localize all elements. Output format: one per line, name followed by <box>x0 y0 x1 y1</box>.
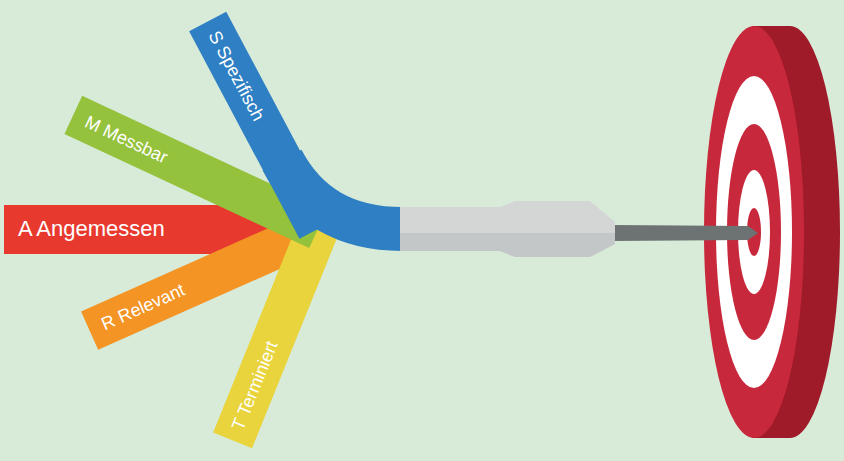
dart-needle <box>612 225 758 241</box>
target-ring <box>727 124 781 340</box>
band-label: M Messbar <box>82 111 172 168</box>
band-label: R Relevant <box>98 279 188 334</box>
target-bullseye <box>747 208 761 256</box>
dart-target <box>704 26 840 438</box>
band-label: A Angemessen <box>18 216 165 242</box>
target-ring <box>738 170 770 294</box>
dart-barrel-shade <box>400 233 500 251</box>
target-side <box>752 26 790 438</box>
band-label: T Terminiert <box>227 338 282 433</box>
flight-curve <box>282 160 402 229</box>
dart-grip-shade <box>500 233 615 257</box>
target-side <box>740 26 840 438</box>
dart-grip <box>500 201 615 257</box>
dart-barrel <box>400 207 500 251</box>
dart <box>400 201 758 257</box>
band-label: S Spezifisch <box>204 27 269 124</box>
target-ring <box>716 76 792 388</box>
target-ring <box>704 26 804 438</box>
